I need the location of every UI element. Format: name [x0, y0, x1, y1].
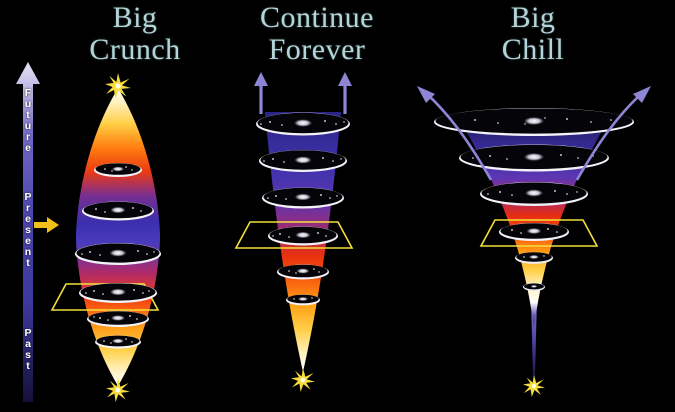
acceleration-arrow-left: [417, 86, 493, 181]
galaxy-disk: [82, 201, 154, 221]
galaxy-disk: [268, 226, 338, 246]
galaxy-disk: [499, 223, 569, 241]
galaxy-disk: [277, 264, 329, 280]
galaxy-disk: [262, 187, 344, 209]
starburst-icon-top: [105, 73, 131, 99]
galaxy-disk: [523, 283, 545, 291]
galaxy-disk-group-forever: [256, 112, 350, 306]
expansion-arrow-right: [338, 72, 352, 114]
acceleration-arrow-right: [575, 86, 651, 181]
big-crunch-lens-body: [76, 88, 160, 386]
panel-title-continue-forever: Continue Forever: [260, 1, 374, 66]
panel-title-big-crunch: Big Crunch: [89, 1, 181, 66]
expansion-arrow-left: [254, 72, 268, 114]
starburst-icon-bottom: [106, 378, 130, 402]
starburst-icon-bottom: [291, 368, 315, 392]
galaxy-disk: [75, 243, 161, 265]
time-axis-arrow: [14, 62, 42, 402]
panel-big-chill: [395, 72, 673, 407]
galaxy-disk-group-crunch: [75, 163, 161, 349]
present-plane-marker-chill: [479, 219, 599, 247]
galaxy-disk: [87, 311, 149, 327]
galaxy-disk-group-chill: [434, 108, 634, 291]
galaxy-disk: [434, 108, 634, 136]
starburst-icon-bottom: [523, 375, 545, 397]
present-pointer-arrow: [34, 217, 59, 233]
galaxy-disk: [480, 182, 588, 206]
galaxy-disk: [94, 163, 142, 177]
galaxy-disk: [95, 335, 141, 349]
galaxy-disk: [515, 252, 553, 264]
galaxy-disk: [259, 150, 347, 172]
galaxy-disk: [459, 144, 609, 172]
galaxy-disk: [256, 112, 350, 136]
panel-title-big-chill: Big Chill: [501, 1, 565, 66]
present-plane-marker-forever: [234, 221, 354, 249]
panel-big-crunch: [48, 72, 188, 402]
galaxy-disk: [286, 294, 320, 306]
panel-continue-forever: [228, 72, 378, 402]
galaxy-disk: [79, 283, 157, 303]
